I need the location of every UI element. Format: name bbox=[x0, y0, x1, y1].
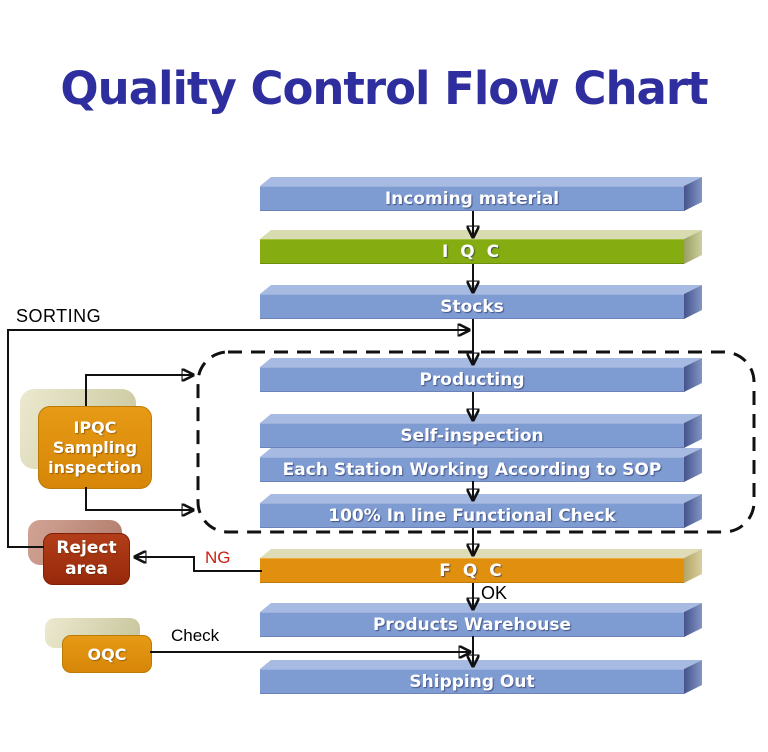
flow-bar-functional-check: 100% In line Functional Check bbox=[260, 494, 702, 528]
bar-front-face: Stocks bbox=[260, 294, 684, 319]
bar-top-face bbox=[260, 494, 702, 503]
flow-bar-stocks: Stocks bbox=[260, 285, 702, 319]
bar-side-face bbox=[684, 549, 702, 583]
arrow-fqc-ng-to-reject-area bbox=[135, 557, 262, 572]
bar-label: Producting bbox=[419, 369, 525, 390]
bar-top-face bbox=[260, 549, 702, 558]
bar-top-face bbox=[260, 414, 702, 423]
flow-bar-self-inspection: Self-inspection bbox=[260, 414, 702, 448]
box-label-line: Sampling bbox=[52, 437, 138, 457]
ipqc-sampling-inspection-box: IPQC Sampling inspection bbox=[20, 389, 172, 489]
bar-front-face: Each Station Working According to SOP bbox=[260, 457, 684, 482]
bar-side-face bbox=[684, 230, 702, 264]
flow-bar-fqc: F Q C bbox=[260, 549, 702, 583]
bar-label: Products Warehouse bbox=[372, 614, 572, 635]
oqc-box: OQC bbox=[45, 618, 155, 673]
bar-top-face bbox=[260, 230, 702, 239]
ng-label: NG bbox=[205, 548, 231, 567]
bar-front-face: Products Warehouse bbox=[260, 612, 684, 637]
box-label-line: Reject bbox=[56, 538, 117, 558]
reject-area-box: Reject area bbox=[28, 520, 133, 585]
bar-label: 100% In line Functional Check bbox=[328, 505, 616, 526]
flow-bar-producting: Producting bbox=[260, 358, 702, 392]
flow-bar-shipping-out: Shipping Out bbox=[260, 660, 702, 694]
bar-label: F Q C bbox=[439, 560, 505, 581]
bar-label: Self-inspection bbox=[400, 425, 544, 446]
ok-label: OK bbox=[481, 583, 508, 603]
bar-front-face: Self-inspection bbox=[260, 423, 684, 448]
bar-side-face bbox=[684, 603, 702, 637]
bar-label: Stocks bbox=[440, 296, 504, 317]
bar-front-face: Shipping Out bbox=[260, 669, 684, 694]
flow-bar-iqc: I Q C bbox=[260, 230, 702, 264]
bar-side-face bbox=[684, 660, 702, 694]
bar-front-face: Incoming material bbox=[260, 186, 684, 211]
bar-top-face bbox=[260, 603, 702, 612]
bar-side-face bbox=[684, 177, 702, 211]
box-label-line: OQC bbox=[87, 644, 127, 664]
box-front-face: IPQC Sampling inspection bbox=[38, 406, 152, 489]
sorting-label: SORTING bbox=[16, 306, 102, 326]
bar-front-face: 100% In line Functional Check bbox=[260, 503, 684, 528]
bar-label: Each Station Working According to SOP bbox=[282, 459, 662, 480]
box-label-line: inspection bbox=[48, 457, 142, 477]
flow-bar-incoming-material: Incoming material bbox=[260, 177, 702, 211]
check-label: Check bbox=[171, 626, 220, 645]
box-front-face: Reject area bbox=[43, 533, 130, 585]
bar-top-face bbox=[260, 177, 702, 186]
bar-label: Shipping Out bbox=[409, 671, 535, 692]
bar-top-face bbox=[260, 660, 702, 669]
bar-label: I Q C bbox=[441, 241, 503, 262]
bar-top-face bbox=[260, 448, 702, 457]
box-front-face: OQC bbox=[62, 635, 152, 673]
box-label-line: area bbox=[65, 559, 108, 579]
bar-front-face: F Q C bbox=[260, 558, 684, 583]
bar-front-face: Producting bbox=[260, 367, 684, 392]
page-title: Quality Control Flow Chart bbox=[60, 62, 708, 115]
flow-bar-products-warehouse: Products Warehouse bbox=[260, 603, 702, 637]
arrow-ipqc-to-loop-bottom bbox=[85, 487, 193, 510]
bar-front-face: I Q C bbox=[260, 239, 684, 264]
bar-top-face bbox=[260, 285, 702, 294]
flow-bar-each-station-sop: Each Station Working According to SOP bbox=[260, 448, 702, 482]
box-label-line: IPQC bbox=[73, 417, 117, 437]
bar-side-face bbox=[684, 285, 702, 319]
bar-label: Incoming material bbox=[384, 188, 560, 209]
bar-top-face bbox=[260, 358, 702, 367]
